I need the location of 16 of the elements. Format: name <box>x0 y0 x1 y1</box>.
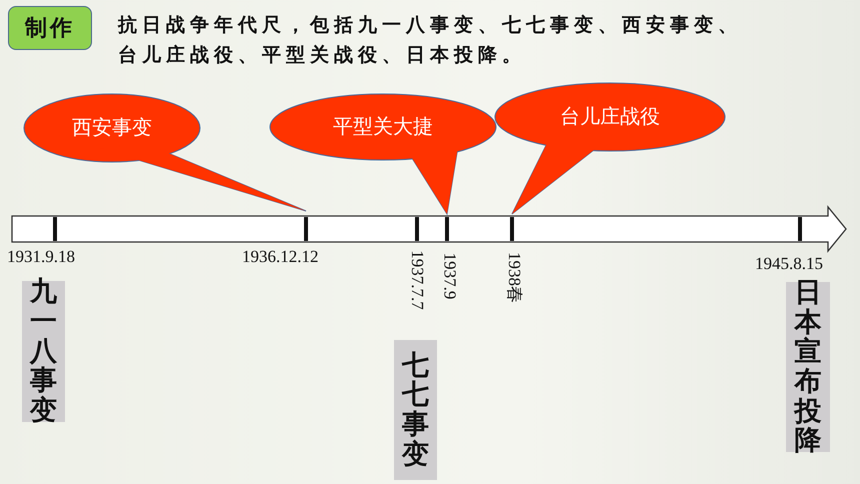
event-name: 日本宣布投降 <box>794 278 822 456</box>
event-name: 九一八事变 <box>30 277 57 426</box>
date-label: 1945.8.15 <box>755 254 823 274</box>
title-badge: 制作 <box>8 6 92 50</box>
event-label-panel <box>394 340 437 480</box>
date-label: 1931.9.18 <box>7 247 75 267</box>
instruction-text: 抗日战争年代尺，包括九一八事变、七七事变、西安事变、台儿庄战役、平型关战役、日本投降。 <box>118 13 743 68</box>
event-name: 七七事变 <box>402 350 429 470</box>
date-label: 1937.9 <box>438 252 459 299</box>
date-label: 1937.7.7 <box>406 250 427 310</box>
callout-text: 平型关大捷 <box>332 113 434 140</box>
callout-text: 西安事变 <box>71 114 153 141</box>
date-label: 1936.12.12 <box>242 247 318 267</box>
date-label: 1938春 <box>504 252 524 303</box>
event-label-panel <box>786 282 830 452</box>
callout-text: 台儿庄战役 <box>559 103 661 130</box>
